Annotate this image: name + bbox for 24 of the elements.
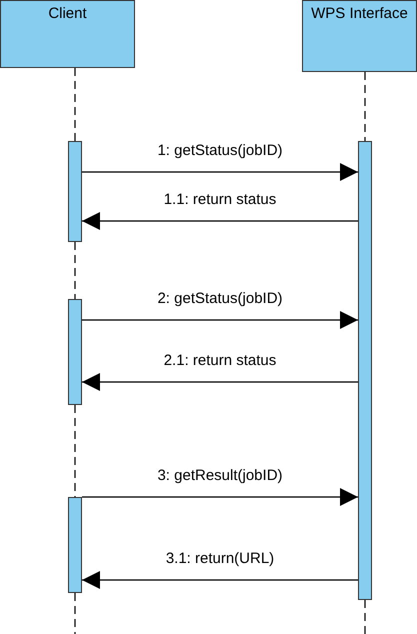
lifeline-head: WPS Interface xyxy=(302,0,417,72)
message-arrow xyxy=(82,163,358,181)
lifeline-head: Client xyxy=(0,0,135,68)
message-arrow xyxy=(82,373,358,391)
lifeline xyxy=(74,405,76,497)
message-arrow xyxy=(82,212,358,230)
lifeline xyxy=(74,242,76,299)
activation-bar xyxy=(68,299,82,405)
activation-bar xyxy=(68,141,82,242)
message-arrow xyxy=(82,488,358,506)
message-arrow xyxy=(82,311,358,329)
message-arrow xyxy=(82,571,358,589)
lifeline xyxy=(74,593,76,634)
lifeline xyxy=(74,68,76,141)
lifeline xyxy=(364,72,366,141)
edge-label: 3.1: return(URL) xyxy=(166,550,274,567)
edge-label: 1: getStatus(jobID) xyxy=(157,142,283,159)
activation-bar xyxy=(68,497,82,593)
edge-label: 2.1: return status xyxy=(164,352,276,369)
activation-bar xyxy=(358,141,372,600)
edge-label: 1.1: return status xyxy=(164,191,276,208)
edge-label: 2: getStatus(jobID) xyxy=(157,290,283,307)
lifeline xyxy=(364,600,366,634)
edge-label: 3: getResult(jobID) xyxy=(157,467,283,484)
